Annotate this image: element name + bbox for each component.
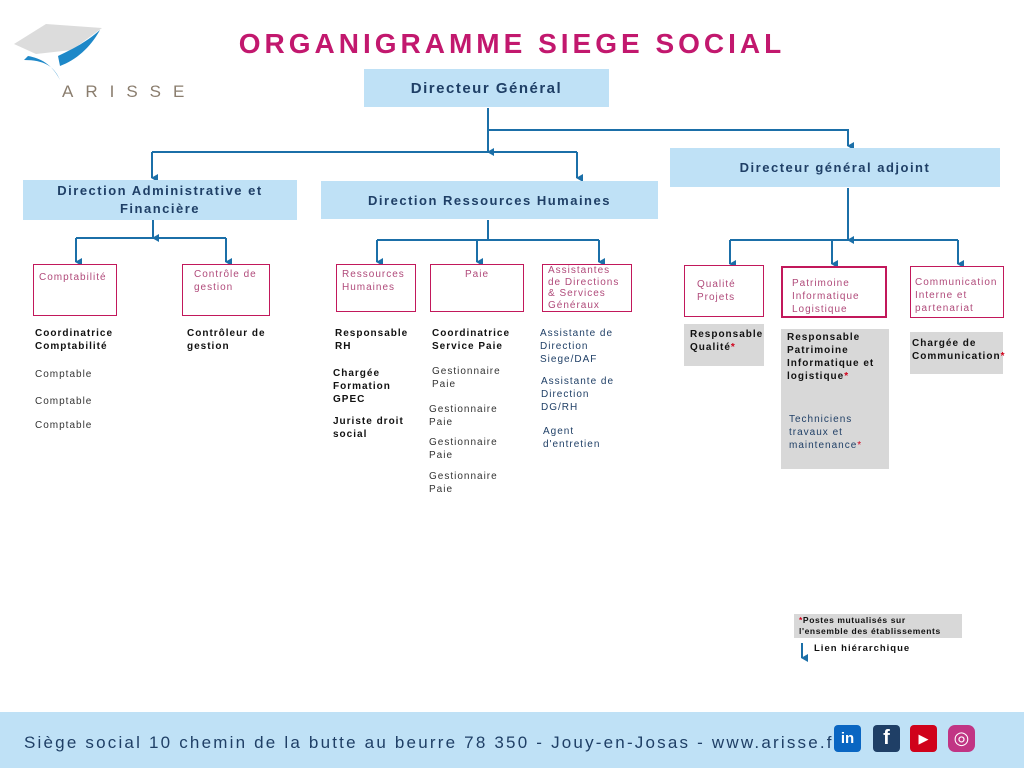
role-assistante-dg: Assistante de Direction DG/RH <box>541 376 615 413</box>
role-responsable-qualite: Responsable Qualité* <box>684 324 764 366</box>
role-chargee-communication-label: Chargée de Communication <box>912 338 1001 362</box>
box-assistantes: Assistantes de Directions & Services Gén… <box>542 264 632 312</box>
linkedin-icon[interactable]: in <box>834 725 861 752</box>
role-assistante-siege: Assistante de Direction Siege/DAF <box>540 328 614 365</box>
role-responsable-rh: Responsable RH <box>335 328 409 352</box>
box-controle-gestion: Contrôle de gestion <box>182 264 270 316</box>
role-responsable-qualite-label: Responsable Qualité <box>690 329 764 353</box>
box-communication: Communication Interne et partenariat <box>910 266 1004 318</box>
role-juriste: Juriste droit social <box>333 416 404 440</box>
facebook-icon[interactable]: f <box>873 725 900 752</box>
box-qualite-projets: Qualité Projets <box>684 265 764 317</box>
role-chargee-formation: Chargée Formation GPEC <box>333 368 391 405</box>
role-gestionnaire-paie-1: Gestionnaire Paie <box>432 366 501 390</box>
role-coordinatrice-paie: Coordinatrice Service Paie <box>432 328 511 352</box>
role-comptable-2: Comptable <box>35 396 93 407</box>
box-direction-rh: Direction Ressources Humaines <box>321 181 658 219</box>
role-comptable-3: Comptable <box>35 420 93 431</box>
role-agent-entretien: Agent d'entretien <box>543 426 601 450</box>
logo <box>10 20 210 105</box>
role-gestionnaire-paie-3: Gestionnaire Paie <box>429 437 498 461</box>
page-title: ORGANIGRAMME SIEGE SOCIAL <box>238 28 786 59</box>
box-directeur-general-adjoint: Directeur général adjoint <box>670 148 1000 187</box>
role-techniciens-label: Techniciens travaux et maintenance <box>789 414 858 451</box>
logo-icon <box>14 24 102 80</box>
footer-address: Siège social 10 chemin de la butte au be… <box>24 733 842 752</box>
role-controleur-gestion: Contrôleur de gestion <box>187 328 266 352</box>
role-responsable-patrimoine: Responsable Patrimoine Informatique et l… <box>787 331 885 383</box>
box-patrimoine: Patrimoine Informatique Logistique <box>781 266 887 318</box>
role-techniciens: Techniciens travaux et maintenance* <box>789 413 885 452</box>
legend-star: * <box>799 615 803 625</box>
mutualise-star: * <box>857 440 863 451</box>
instagram-icon[interactable]: ◎ <box>948 725 975 752</box>
box-comptabilite: Comptabilité <box>33 264 117 316</box>
box-paie: Paie <box>430 264 524 312</box>
role-comptable-1: Comptable <box>35 369 93 380</box>
box-ressources-humaines: Ressources Humaines <box>336 264 416 312</box>
logo-text: ARISSE <box>62 82 197 101</box>
legend-mutualises-text: Postes mutualisés sur l'ensemble des éta… <box>799 615 941 636</box>
box-directeur-general: Directeur Général <box>364 69 609 107</box>
youtube-icon[interactable]: ▶ <box>910 725 937 752</box>
mutualise-star: * <box>1000 351 1006 362</box>
legend-lien-hierarchique: Lien hiérarchique <box>814 643 911 654</box>
patrimoine-panel <box>781 329 889 469</box>
mutualise-star: * <box>730 342 736 353</box>
mutualise-star: * <box>844 371 850 382</box>
role-gestionnaire-paie-2: Gestionnaire Paie <box>429 404 498 428</box>
role-coordinatrice-comptabilite: Coordinatrice Comptabilité <box>35 328 114 352</box>
role-chargee-communication: Chargée de Communication* <box>910 332 1006 374</box>
role-gestionnaire-paie-4: Gestionnaire Paie <box>429 471 498 495</box>
role-responsable-patrimoine-label: Responsable Patrimoine Informatique et l… <box>787 332 875 382</box>
box-direction-administrative: Direction Administrative et Financière <box>23 180 297 220</box>
legend-mutualises: *Postes mutualisés sur l'ensemble des ét… <box>794 614 962 638</box>
